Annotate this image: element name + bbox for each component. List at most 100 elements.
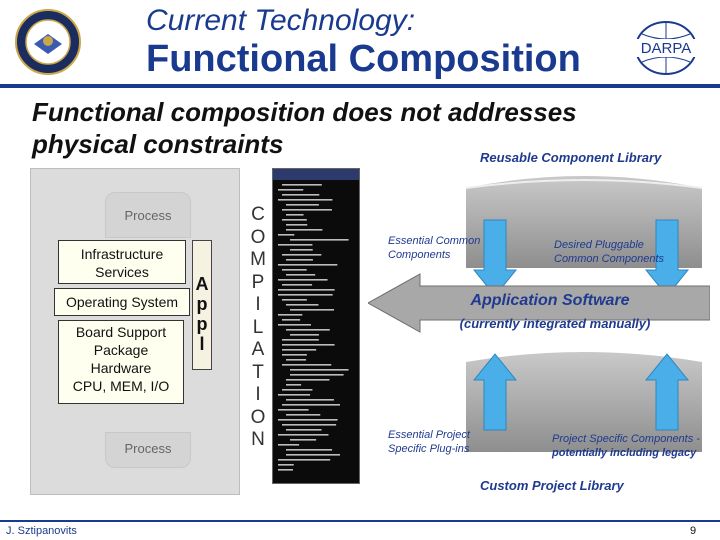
process-bottom-shape	[105, 432, 191, 468]
project-specific-line-2: potentially including legacy	[552, 447, 697, 459]
headline-line-2: physical constraints	[32, 129, 284, 159]
code-line	[278, 199, 333, 201]
application-software-arrow	[368, 273, 710, 333]
code-line	[290, 374, 344, 376]
composition-letter: T	[252, 361, 264, 383]
composition-letter: M	[250, 249, 266, 270]
author-label: J. Sztipanovits	[6, 525, 77, 537]
code-line	[290, 249, 313, 251]
code-line	[278, 324, 311, 326]
bsp-line-4: CPU, MEM, I/O	[72, 378, 170, 394]
headline-line-1: Functional composition does not addresse…	[32, 97, 577, 127]
code-line	[282, 319, 301, 321]
composition-letter: L	[252, 316, 264, 338]
code-line	[290, 334, 319, 336]
title-line-2: Functional Composition	[146, 38, 581, 80]
code-line	[282, 424, 337, 426]
code-line	[286, 224, 308, 226]
appl-column	[192, 240, 212, 370]
arrow-down-left	[472, 219, 518, 297]
process-top-label: Process	[124, 208, 172, 223]
code-line	[278, 244, 313, 246]
code-line	[278, 189, 304, 191]
code-line	[290, 309, 335, 311]
code-line	[286, 214, 304, 216]
custom-library-shape	[466, 352, 702, 452]
code-line	[286, 229, 323, 231]
reusable-library-shape	[466, 176, 702, 268]
code-line	[286, 304, 319, 306]
code-line	[278, 394, 311, 396]
code-line	[286, 414, 321, 416]
code-line	[290, 439, 317, 441]
code-line	[282, 254, 322, 256]
page-number: 9	[690, 525, 697, 537]
composition-letter: I	[255, 294, 261, 315]
code-line	[278, 234, 295, 236]
application-software-label: Application Software	[470, 292, 630, 309]
code-line	[278, 279, 328, 281]
code-line	[286, 329, 330, 331]
code-line	[286, 359, 307, 361]
code-line	[282, 219, 307, 221]
appl-letter: p	[196, 314, 208, 334]
composition-letter: A	[251, 339, 265, 360]
bsp-line-2: Package	[93, 342, 149, 358]
project-specific-label: Project Specific Components - potentiall…	[552, 432, 712, 460]
code-line	[286, 204, 319, 206]
process-bottom-label: Process	[124, 441, 172, 456]
code-line	[282, 354, 307, 356]
appl-letter: p	[196, 294, 208, 314]
arrow-up-right	[644, 353, 690, 431]
code-line	[286, 379, 330, 381]
code-line	[290, 239, 349, 241]
darpa-label: DARPA	[641, 40, 692, 57]
arrow-up-left	[472, 353, 518, 431]
code-line	[278, 434, 329, 436]
appl-letter: l	[199, 334, 205, 354]
code-listing-titlebar	[273, 169, 359, 180]
darpa-logo-icon: DARPA	[628, 21, 704, 75]
code-line	[282, 339, 319, 341]
code-line	[278, 469, 293, 471]
code-line	[282, 269, 307, 271]
code-line	[282, 284, 313, 286]
composition-letter: O	[250, 406, 266, 428]
dod-seal-icon	[15, 9, 81, 75]
infrastructure-services-box: Infrastructure Services	[58, 240, 186, 284]
composition-letter: P	[251, 271, 265, 293]
code-line	[282, 209, 332, 211]
title-divider	[0, 84, 720, 88]
code-line	[278, 464, 294, 466]
code-line	[282, 184, 322, 186]
code-line	[278, 409, 309, 411]
headline: Functional composition does not addresse…	[32, 96, 577, 160]
composition-letter: I	[255, 384, 261, 405]
code-line	[286, 399, 334, 401]
composition-word: C O M P I L A T I O N	[248, 204, 268, 452]
composition-letter: O	[250, 226, 266, 248]
process-top-shape	[105, 192, 191, 238]
code-listing-lines	[278, 184, 349, 471]
code-line	[278, 289, 335, 291]
code-line	[282, 389, 313, 391]
code-line	[282, 349, 317, 351]
application-software-note: (currently integrated manually)	[459, 316, 651, 331]
operating-system-box: Operating System	[54, 288, 190, 316]
code-line	[282, 194, 320, 196]
code-line	[278, 419, 338, 421]
code-listing-panel	[272, 168, 360, 484]
code-line	[278, 294, 333, 296]
code-line	[290, 369, 349, 371]
reusable-library-label: Reusable Component Library	[480, 150, 662, 165]
code-line	[286, 274, 316, 276]
desired-pluggable-label: Desired Pluggable Common Components	[554, 239, 665, 265]
code-line	[282, 364, 332, 366]
blue-arrows	[472, 219, 690, 431]
arrow-down-right	[644, 219, 690, 297]
code-line	[278, 264, 338, 266]
code-line	[278, 314, 303, 316]
composition-letter: C	[251, 204, 265, 225]
custom-library-label: Custom Project Library	[480, 478, 624, 493]
code-line	[286, 259, 313, 261]
